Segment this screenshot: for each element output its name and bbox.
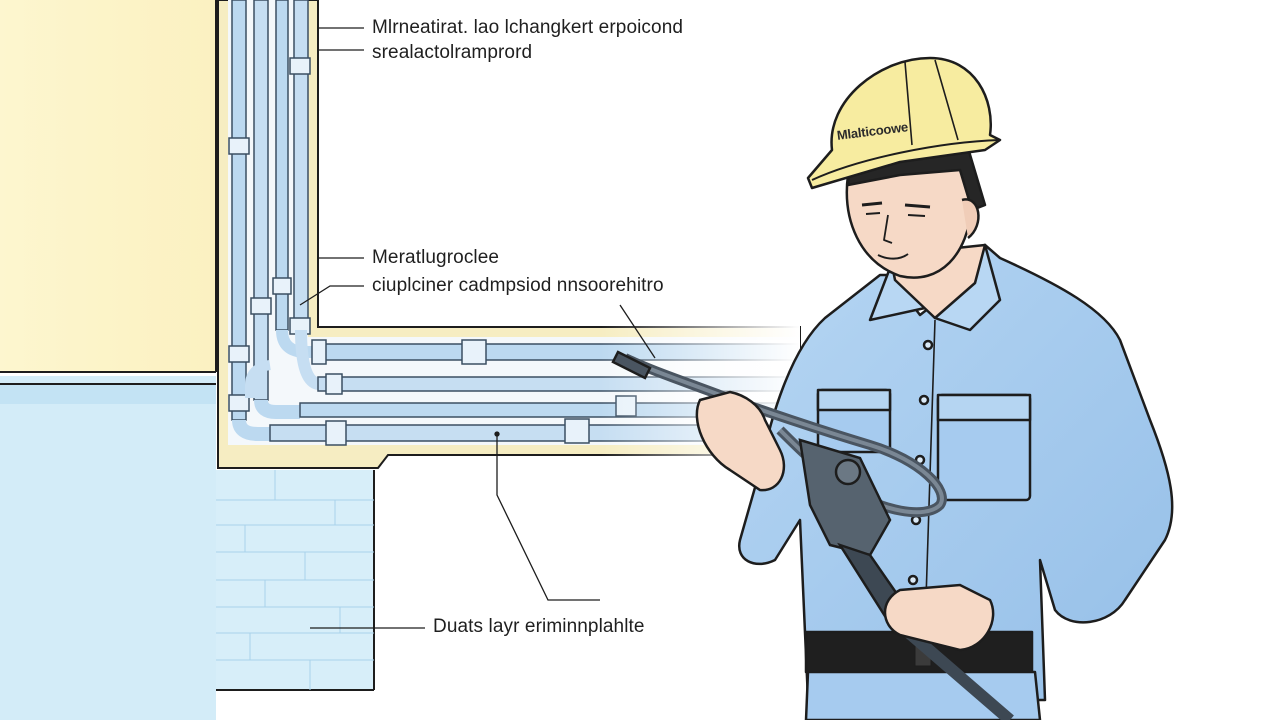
callout-label-bottom: Duats layr eriminnplahlte [433,616,645,637]
callout-label-mid-2: ciuplciner cadmpsiod nnsoorehitro [372,275,664,296]
leader-mid-2 [299,285,364,306]
hard-hat-icon [806,56,1002,190]
water-tank [0,376,375,720]
leader-bottom [496,432,600,601]
callout-leaders [299,27,656,629]
wall-panel [0,0,217,373]
leader-nozzle [619,304,656,359]
callout-label-mid-1: Meratlugroclee [372,247,500,268]
worker-hands [695,390,995,652]
callout-label-top-2: srealactolramprord [372,42,533,63]
worker-figure [737,56,1174,720]
pipe-elbows [232,329,321,441]
callout-label-top-1: Mlrneatirat. lao lchangkert erpoicond [372,17,684,38]
spray-nozzle-icon [611,350,652,380]
